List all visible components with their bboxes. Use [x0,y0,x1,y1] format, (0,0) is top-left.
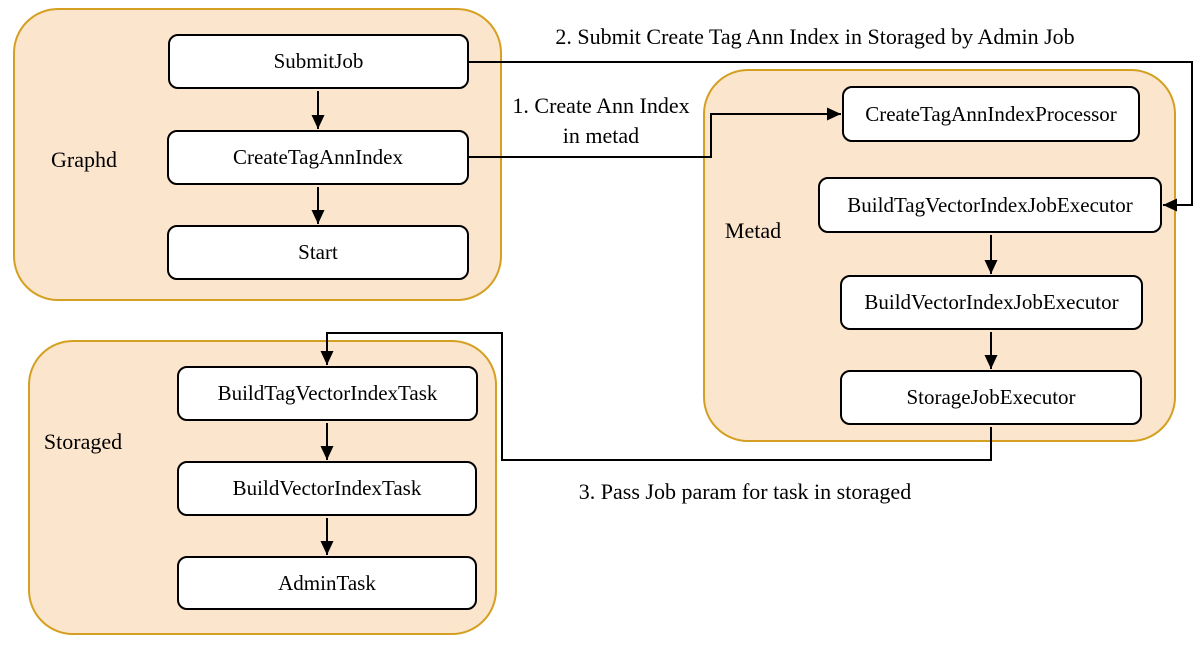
node-buildtagvectorindextask: BuildTagVectorIndexTask [177,366,478,421]
node-buildvectorindextask: BuildVectorIndexTask [177,461,477,516]
edge-label-2: 2. Submit Create Tag Ann Index in Storag… [555,24,1075,49]
edge-label-1: 1. Create Ann Index in metad [512,91,689,151]
node-buildvectorindexjobexecutor: BuildVectorIndexJobExecutor [840,275,1143,330]
container-storaged-label: Storaged [43,429,123,454]
node-createtagannindexprocessor: CreateTagAnnIndexProcessor [842,86,1140,142]
edge-label-3: 3. Pass Job param for task in storaged [578,479,912,504]
node-start: Start [167,225,469,280]
node-buildtagvectorindexjobexecutor: BuildTagVectorIndexJobExecutor [818,177,1162,233]
container-metad-label: Metad [724,218,782,243]
edge-label-1-line2: in metad [562,123,640,148]
container-graphd-label: Graphd [51,147,117,172]
edge-label-1-line1: 1. Create Ann Index [512,93,690,118]
node-submitjob: SubmitJob [168,34,469,89]
node-admintask: AdminTask [177,556,477,610]
node-createtagannindex: CreateTagAnnIndex [167,130,469,185]
node-storagejobexecutor: StorageJobExecutor [840,370,1142,425]
